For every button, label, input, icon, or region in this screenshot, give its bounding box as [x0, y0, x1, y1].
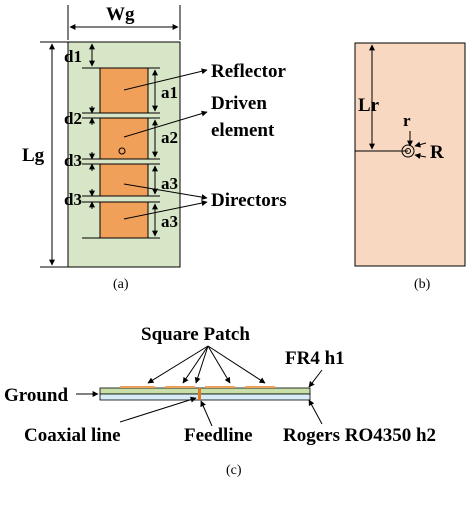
patch-guide-lines [82, 67, 160, 239]
caption-a: (a) [113, 277, 129, 292]
d2-label: d2 [64, 109, 82, 128]
lg-label: Lg [22, 145, 45, 166]
reflector-callout-arrow [123, 68, 208, 91]
r-label: r [403, 111, 411, 130]
callout-arrows [123, 68, 208, 220]
driven-label-line1: Driven [211, 93, 267, 114]
square-patch-arrows [147, 345, 266, 384]
patch-strip-1 [120, 386, 155, 388]
d1-label: d1 [64, 47, 82, 66]
driven-label-line2: element [211, 120, 275, 141]
rogers-arrow [308, 399, 323, 425]
coaxial-feed [198, 388, 201, 400]
panel-c: Square Patch FR4 h1 Ground Coaxial line … [4, 324, 436, 478]
a2-label: a2 [161, 128, 178, 147]
big-r-label: R [430, 142, 444, 163]
lr-label: Lr [358, 95, 380, 116]
coaxial-arrow [119, 396, 197, 423]
coaxial-label: Coaxial line [24, 425, 121, 446]
panel-b: Lr r R (b) [354, 42, 466, 292]
patch-strip-4 [245, 386, 275, 388]
feed-hole-inner [405, 148, 411, 154]
driven-callout-arrow [123, 110, 208, 138]
square-patch-label: Square Patch [141, 324, 250, 345]
ground-label: Ground [4, 385, 69, 406]
big-r-arrow-lower [414, 153, 427, 159]
d3-label-2: d3 [64, 190, 82, 209]
big-r-arrow [414, 141, 427, 148]
feedline-label: Feedline [184, 425, 253, 446]
fr4-layer [99, 387, 311, 395]
reflector-label: Reflector [211, 61, 286, 82]
driven-element-patch [99, 117, 149, 160]
feedline-arrow [200, 400, 213, 427]
caption-b: (b) [414, 277, 431, 292]
directors-label: Directors [211, 190, 287, 211]
director-2-patch [99, 201, 149, 239]
directors-callout-arrow-1 [123, 183, 208, 201]
caption-c: (c) [226, 463, 242, 478]
a1-label: a1 [161, 83, 178, 102]
fr4-arrow [308, 369, 323, 388]
a3-label-2: a3 [161, 212, 178, 231]
patch-strip-2 [165, 386, 195, 388]
fr4-label: FR4 h1 [285, 348, 345, 369]
director-1-patch [99, 163, 149, 197]
feed-point [118, 147, 126, 155]
wg-label: Wg [106, 4, 135, 25]
a3-label-1: a3 [161, 174, 178, 193]
rogers-label: Rogers RO4350 h2 [283, 425, 436, 446]
reflector-patch [99, 67, 149, 114]
rogers-layer [99, 393, 311, 401]
directors-callout-arrow-2 [123, 200, 208, 220]
patch-strip-3 [205, 386, 235, 388]
panel-a: Wg Lg [22, 4, 287, 292]
d3-label-1: d3 [64, 151, 82, 170]
